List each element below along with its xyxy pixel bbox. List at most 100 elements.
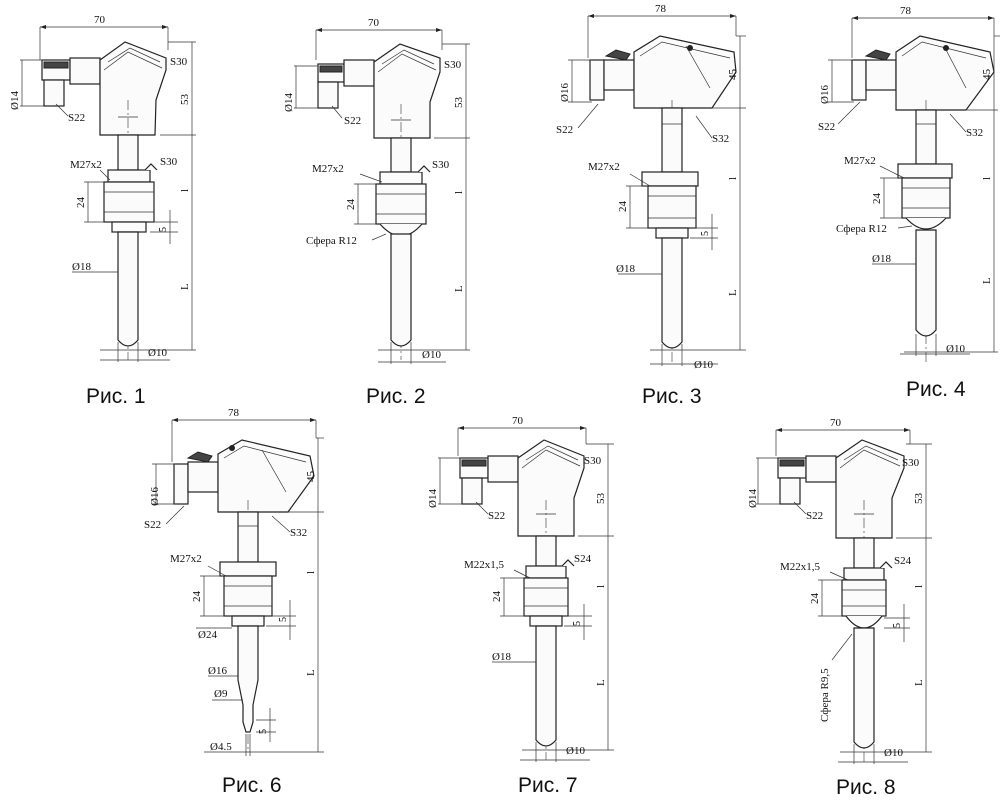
cable-nut-dim: S22 bbox=[344, 115, 361, 127]
head-nut-dim: S32 bbox=[966, 127, 983, 139]
immersion-length-dim: L bbox=[453, 285, 465, 292]
figure-1: 70 Ø14 S22 S30 53 M27x2 S30 24 5 bbox=[9, 14, 196, 362]
sleeve-dia-dim: Ø18 bbox=[616, 263, 635, 275]
width-dim: 70 bbox=[512, 415, 524, 427]
fitting-length-dim: l bbox=[981, 177, 993, 180]
cable-nut-dim: S22 bbox=[806, 510, 823, 522]
fitting-length-dim: l bbox=[453, 191, 465, 194]
figure-6-caption: Рис. 6 bbox=[222, 774, 282, 797]
head-nut-dim: S30 bbox=[902, 457, 920, 469]
figure-3: 78 Ø16 S22 S32 45 M27x2 24 5 l bbox=[556, 3, 746, 371]
fitting-length-dim: l bbox=[305, 571, 317, 574]
fitting-height-dim: 24 bbox=[871, 193, 883, 205]
figure-8-caption: Рис. 8 bbox=[836, 776, 896, 799]
cable-nut-dim: S22 bbox=[818, 121, 835, 133]
width-dim: 70 bbox=[830, 417, 842, 429]
tip-gap-dim: 5 bbox=[258, 729, 269, 734]
thread-dim: M27x2 bbox=[70, 159, 102, 171]
immersion-length-dim: L bbox=[981, 277, 993, 284]
head-height-dim: 53 bbox=[453, 97, 465, 109]
tip-dia-dim: Ø10 bbox=[946, 343, 965, 355]
thread-dim: M27x2 bbox=[312, 163, 344, 175]
figure-7: 70 Ø14 S22 S30 53 M22x1,5 S24 24 5 l bbox=[427, 415, 614, 762]
head-nut-dim: S30 bbox=[444, 59, 462, 71]
width-dim: 78 bbox=[900, 5, 912, 17]
fitting-nut-dim: S30 bbox=[160, 156, 178, 168]
tip-dia-dim: Ø10 bbox=[694, 359, 713, 371]
head-nut-dim: S32 bbox=[290, 527, 307, 539]
head-height-dim: 45 bbox=[981, 69, 993, 81]
width-dim: 70 bbox=[368, 17, 380, 29]
figure-4-caption: Рис. 4 bbox=[906, 378, 966, 401]
fitting-height-dim: 24 bbox=[491, 591, 503, 603]
head-nut-dim: S30 bbox=[170, 56, 188, 68]
fitting-nut-dim: S24 bbox=[574, 553, 592, 565]
cable-dia-dim: Ø14 bbox=[9, 91, 21, 110]
figure-2-caption: Рис. 2 bbox=[366, 385, 426, 408]
figure-7-caption: Рис. 7 bbox=[518, 774, 578, 797]
cable-nut-dim: S22 bbox=[488, 510, 505, 522]
sleeve-dia-dim: Ø18 bbox=[72, 261, 91, 273]
cable-dia-dim: Ø14 bbox=[283, 93, 295, 112]
cable-nut-dim: S22 bbox=[68, 112, 85, 124]
immersion-length-dim: L bbox=[305, 669, 317, 676]
thread-dim: M22x1,5 bbox=[780, 561, 821, 573]
sphere-dim: Сфера R9,5 bbox=[819, 668, 831, 722]
figure-2: 70 Ø14 S22 S30 53 M27x2 S30 24 Сфера R12… bbox=[283, 17, 470, 364]
gap-dim: 5 bbox=[700, 231, 711, 236]
head-height-dim: 53 bbox=[595, 493, 607, 505]
head-nut-dim: S32 bbox=[712, 133, 729, 145]
head-height-dim: 53 bbox=[913, 493, 925, 505]
gap-dim: 5 bbox=[572, 621, 583, 626]
cable-dia-dim: Ø16 bbox=[819, 85, 831, 104]
fitting-length-dim: l bbox=[595, 585, 607, 588]
fitting-length-dim: l bbox=[727, 177, 739, 180]
sleeve-dia-dim: Ø16 bbox=[208, 665, 227, 677]
head-nut-dim: S30 bbox=[584, 455, 602, 467]
cable-nut-dim: S22 bbox=[556, 124, 573, 136]
figure-6: 78 Ø16 S22 S32 45 M27x2 24 5 Ø24 l bbox=[144, 407, 324, 756]
tip-dia-dim: Ø4.5 bbox=[210, 741, 232, 753]
sleeve-dia-dim: Ø18 bbox=[872, 253, 891, 265]
cable-dia-dim: Ø16 bbox=[559, 83, 571, 102]
sphere-dim: Сфера R12 bbox=[306, 235, 357, 247]
tip-dia-dim: Ø10 bbox=[148, 347, 167, 359]
thread-dim: M27x2 bbox=[170, 553, 202, 565]
thread-dim: M22x1,5 bbox=[464, 559, 505, 571]
fitting-height-dim: 24 bbox=[191, 591, 203, 603]
fitting-height-dim: 24 bbox=[345, 199, 357, 211]
immersion-length-dim: L bbox=[179, 283, 191, 290]
fitting-length-dim: l bbox=[179, 189, 191, 192]
head-height-dim: 45 bbox=[305, 471, 317, 483]
fitting-length-dim: l bbox=[913, 585, 925, 588]
immersion-length-dim: L bbox=[913, 679, 925, 686]
gap-dim: 5 bbox=[892, 623, 903, 628]
gap-dim: 5 bbox=[278, 617, 289, 622]
thread-dim: M27x2 bbox=[588, 161, 620, 173]
immersion-length-dim: L bbox=[595, 679, 607, 686]
tip-dia-dim: Ø10 bbox=[566, 745, 585, 757]
fitting-height-dim: 24 bbox=[809, 593, 821, 605]
cable-dia-dim: Ø14 bbox=[747, 489, 759, 508]
fitting-height-dim: 24 bbox=[75, 197, 87, 209]
width-dim: 78 bbox=[655, 3, 667, 15]
sleeve-dia-dim: Ø18 bbox=[492, 651, 511, 663]
thread-dim: M27x2 bbox=[844, 155, 876, 167]
gap-dim: 5 bbox=[158, 227, 169, 232]
width-dim: 70 bbox=[94, 14, 106, 26]
figure-8: 70 Ø14 S22 S30 53 M22x1,5 S24 24 5 l bbox=[747, 417, 932, 764]
neck-dia-dim: Ø9 bbox=[214, 688, 228, 700]
sphere-dim: Сфера R12 bbox=[836, 223, 887, 235]
cable-dia-dim: Ø14 bbox=[427, 489, 439, 508]
figure-4: 78 Ø16 S22 S32 45 M27x2 24 Сфера R12 l bbox=[818, 5, 1000, 362]
figure-1-caption: Рис. 1 bbox=[86, 385, 146, 408]
cable-nut-dim: S22 bbox=[144, 519, 161, 531]
fitting-nut-dim: S30 bbox=[432, 159, 450, 171]
cable-dia-dim: Ø16 bbox=[149, 487, 161, 506]
fitting-nut-dim: S24 bbox=[894, 555, 912, 567]
immersion-length-dim: L bbox=[727, 289, 739, 296]
width-dim: 78 bbox=[228, 407, 240, 419]
fitting-height-dim: 24 bbox=[617, 201, 629, 213]
head-height-dim: 53 bbox=[179, 94, 191, 106]
